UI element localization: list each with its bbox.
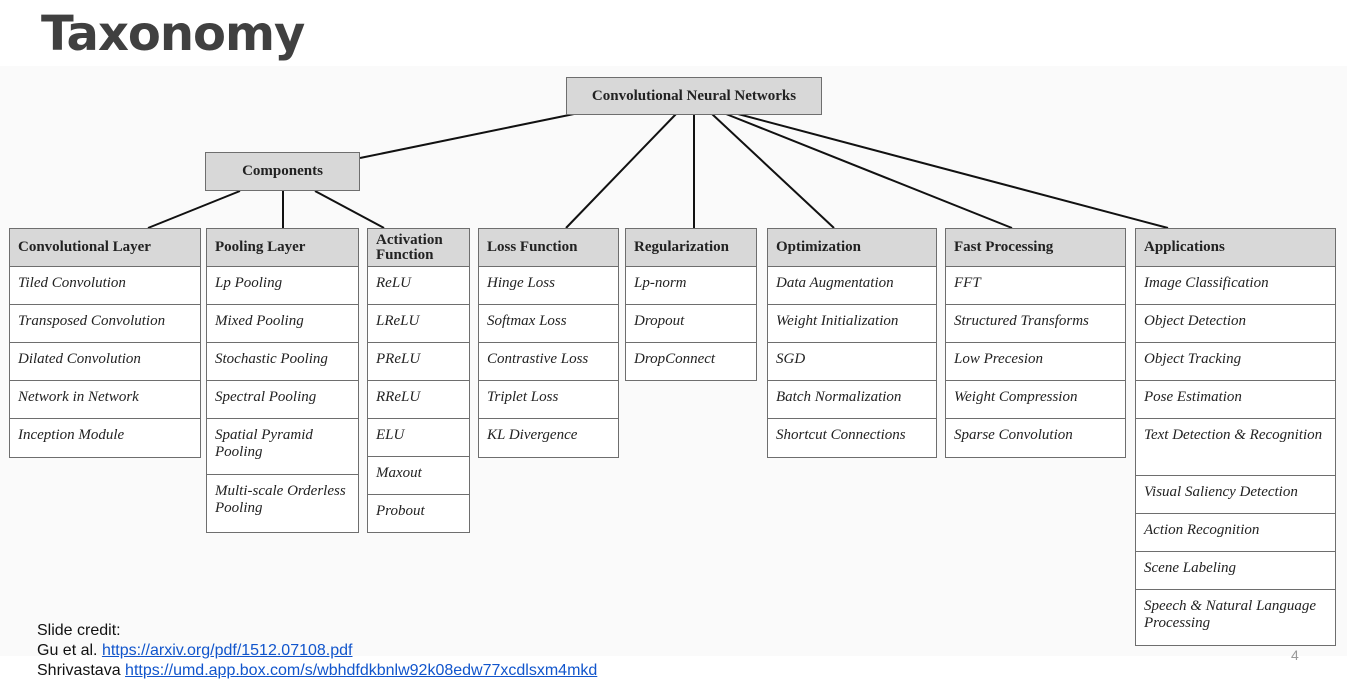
list-item: Maxout [368,457,469,495]
list-item: Action Recognition [1136,514,1335,552]
list-item: Weight Initialization [768,305,936,343]
edge-root-optimization [711,113,835,229]
list-item: ReLU [368,267,469,305]
list-item: KL Divergence [479,419,618,458]
list-item: Spatial Pyramid Pooling [207,419,358,475]
list-item: Visual Saliency Detection [1136,476,1335,514]
category-header: Convolutional Layer [10,228,200,267]
list-item: Speech & Natural Language Processing [1136,590,1335,646]
category-header: Pooling Layer [207,228,358,267]
category-fast-processing: Fast Processing FFT Structured Transform… [945,228,1126,458]
category-regularization: Regularization Lp-norm Dropout DropConne… [625,228,757,381]
list-item: Data Augmentation [768,267,936,305]
category-pooling-layer: Pooling Layer Lp Pooling Mixed Pooling S… [206,228,359,533]
list-item: SGD [768,343,936,381]
list-item: Dropout [626,305,756,343]
credit-author: Shrivastava [37,662,121,679]
category-header: Fast Processing [946,228,1125,267]
category-optimization: Optimization Data Augmentation Weight In… [767,228,937,458]
credit-line: Gu et al. https://arxiv.org/pdf/1512.071… [37,641,597,661]
list-item: Triplet Loss [479,381,618,419]
slide-credit: Slide credit: Gu et al. https://arxiv.or… [37,621,597,681]
category-loss-function: Loss Function Hinge Loss Softmax Loss Co… [478,228,619,458]
category-header: Regularization [626,228,756,267]
list-item: Low Precesion [946,343,1125,381]
list-item: Weight Compression [946,381,1125,419]
list-item: Batch Normalization [768,381,936,419]
category-header: Activation Function [368,228,469,267]
list-item: Transposed Convolution [10,305,200,343]
slide-title: Taxonomy [41,6,305,62]
list-item: Lp-norm [626,267,756,305]
list-item: Stochastic Pooling [207,343,358,381]
list-item: Image Classification [1136,267,1335,305]
page-number: 4 [1291,647,1299,663]
list-item: Spectral Pooling [207,381,358,419]
list-item: Tiled Convolution [10,267,200,305]
root-node: Convolutional Neural Networks [566,77,822,115]
edge-root-components [359,113,575,159]
credit-link[interactable]: https://arxiv.org/pdf/1512.07108.pdf [101,642,353,659]
components-node: Components [205,152,360,191]
list-item: Softmax Loss [479,305,618,343]
list-item: Network in Network [10,381,200,419]
list-item: Object Tracking [1136,343,1335,381]
list-item: Lp Pooling [207,267,358,305]
list-item: Inception Module [10,419,200,458]
list-item: Contrastive Loss [479,343,618,381]
category-convolutional-layer: Convolutional Layer Tiled Convolution Tr… [9,228,201,458]
list-item: DropConnect [626,343,756,381]
list-item: Object Detection [1136,305,1335,343]
edge-root-applications [737,113,1169,229]
list-item: Probout [368,495,469,533]
list-item: Hinge Loss [479,267,618,305]
category-activation-function: Activation Function ReLU LReLU PReLU RRe… [367,228,470,533]
list-item: Sparse Convolution [946,419,1125,458]
edge-components-activation [314,190,385,229]
category-applications: Applications Image Classification Object… [1135,228,1336,646]
credit-label: Slide credit: [37,622,121,639]
credit-link[interactable]: https://umd.app.box.com/s/wbhdfdkbnlw92k… [125,662,598,679]
credit-line: Shrivastava https://umd.app.box.com/s/wb… [37,661,597,681]
list-item: Pose Estimation [1136,381,1335,419]
category-header: Optimization [768,228,936,267]
edge-components-conv-layer [147,190,241,229]
list-item: Mixed Pooling [207,305,358,343]
list-item: FFT [946,267,1125,305]
edge-root-fast-processing [725,113,1013,229]
list-item: Structured Transforms [946,305,1125,343]
category-header: Loss Function [479,228,618,267]
credit-author: Gu et al. [37,642,98,659]
list-item: Text Detection & Recognition [1136,419,1335,476]
list-item: Multi-scale Orderless Pooling [207,475,358,533]
list-item: RReLU [368,381,469,419]
list-item: LReLU [368,305,469,343]
list-item: Dilated Convolution [10,343,200,381]
category-header: Applications [1136,228,1335,267]
list-item: Shortcut Connections [768,419,936,458]
list-item: ELU [368,419,469,457]
list-item: Scene Labeling [1136,552,1335,590]
edge-root-loss-function [565,113,677,229]
list-item: PReLU [368,343,469,381]
